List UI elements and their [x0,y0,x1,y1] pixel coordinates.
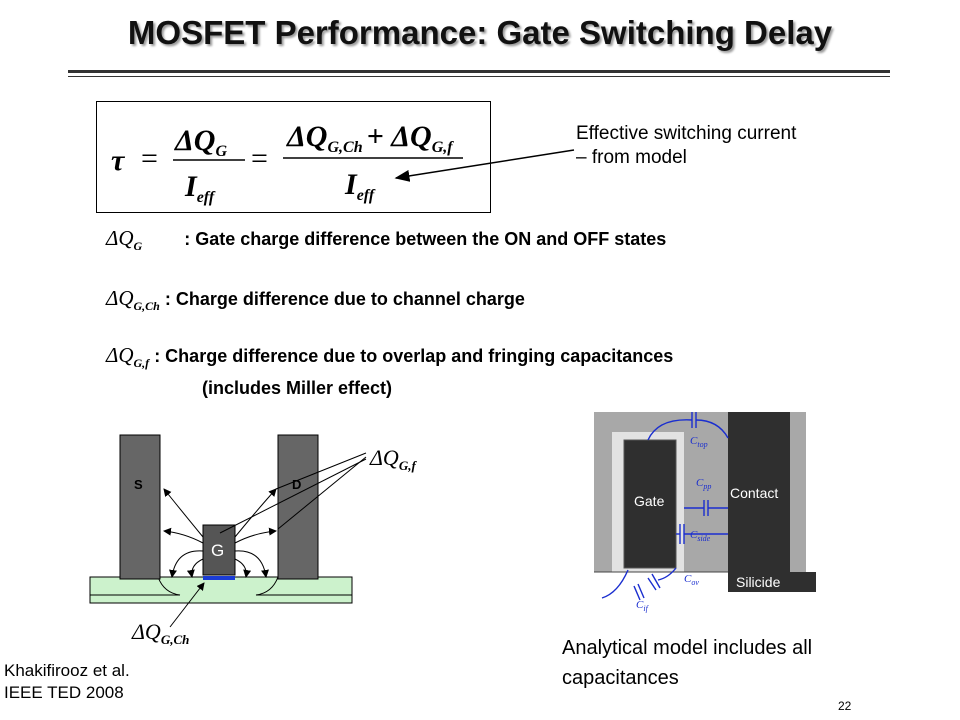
citation: Khakifirooz et al. IEEE TED 2008 [4,660,130,704]
frac2-den: Ieff [344,168,376,204]
def1-text: : Gate charge difference between the ON … [184,229,667,249]
definition-3: ΔQG,f : Charge difference due to overlap… [106,343,673,371]
right-diagram-caption: Analytical model includes all capacitanc… [562,633,812,693]
substrate-area [594,572,728,598]
cap-side-label: Cside [690,529,711,543]
fringe-charge-label: ΔQG,f [369,445,417,473]
source-pillar [119,434,161,580]
equation-box: τ = ΔQG Ieff = ΔQG,Ch+ ΔQG,f Ieff [96,101,491,213]
gate-electrode [623,439,677,569]
fringe-pointer-lines [219,452,367,534]
gate-block [202,524,236,576]
frac1-den: Ieff [184,170,216,206]
definition-1: ΔQG : Gate charge difference between the… [106,226,666,254]
drain-label: D [292,477,301,492]
slide-title: MOSFET Performance: Gate Switching Delay [127,14,833,51]
channel-pointer [169,582,205,628]
tau-symbol: τ [111,144,126,177]
def2-symbol: ΔQG,Ch [106,286,160,314]
page-number: 22 [838,699,852,713]
mosfet-diagram: S D G ΔQG,f ΔQG,Ch [89,434,417,647]
def3-symbol: ΔQG,f [106,343,150,371]
annotation: Effective switching current – from model [576,122,796,170]
caption-line-1: Analytical model includes all [562,637,813,659]
title-rule-thick [68,70,890,73]
definition-3-extra: (includes Miller effect) [202,378,393,398]
equation-svg: τ = ΔQG Ieff = ΔQG,Ch+ ΔQG,f Ieff [111,120,463,206]
annotation-line-2: – from model [576,147,687,168]
channel-charge [203,576,235,580]
equals-2: = [251,142,268,175]
caption-line-2: capacitances [562,667,679,689]
silicide-text: Silicide [736,574,781,590]
cap-if-label: Cif [636,599,650,613]
source-label: S [134,477,143,492]
source-junction [90,576,181,596]
substrate [89,576,353,604]
capacitor-symbols [601,412,729,601]
citation-authors: Khakifirooz et al. [4,661,130,680]
drain-junction [255,576,352,596]
definition-2: ΔQG,Ch : Charge difference due to channe… [106,286,525,314]
drain-pillar [277,434,319,580]
frac1-num: ΔQG [174,124,227,160]
gate-text: Gate [634,493,665,509]
capacitor-labels: Ctop Cpp Cside Cov Cif [636,435,711,613]
channel-charge-label: ΔQG,Ch [131,619,189,647]
field-lines [163,488,277,578]
cap-ov-label: Cov [684,573,699,587]
gate-label: G [211,541,224,560]
title-rule-thin [68,76,890,77]
contact [728,412,790,572]
cap-top-label: Ctop [690,435,708,449]
annotation-line-1: Effective switching current [576,123,797,144]
contact-text: Contact [730,485,778,501]
equals-1: = [141,142,158,175]
def1-symbol: ΔQG [106,226,143,254]
cap-pp-label: Cpp [696,477,711,491]
capacitance-diagram: Gate Contact Silicide Ctop Cpp Cside Cov… [594,412,816,613]
def2-text: : Charge difference due to channel charg… [164,289,525,309]
frac2-num: ΔQG,Ch+ ΔQG,f [286,120,454,156]
def3-text: : Charge difference due to overlap and f… [154,346,674,366]
citation-journal: IEEE TED 2008 [4,683,124,702]
silicide [728,572,816,592]
